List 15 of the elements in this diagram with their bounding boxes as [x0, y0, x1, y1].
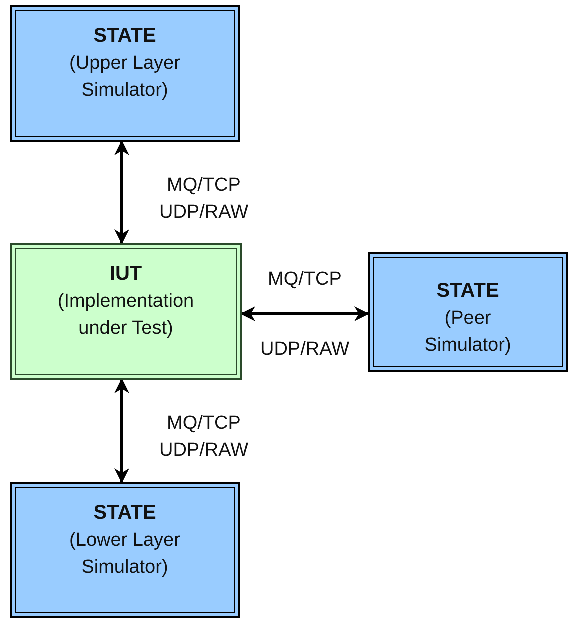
- double-arrow: [240, 306, 370, 322]
- implementation-box: [10, 243, 242, 380]
- box-description: (Lower Layer Simulator): [68, 529, 182, 580]
- box-heading: STATE: [94, 24, 156, 49]
- box-heading: STATE: [436, 279, 500, 304]
- box-description: (Upper Layer Simulator): [68, 52, 182, 103]
- box-description: (Implementation under Test): [56, 290, 196, 341]
- simulator-box: [368, 252, 568, 372]
- double-arrow: [114, 140, 130, 244]
- box-description: (Peer Simulator): [424, 307, 512, 358]
- double-arrow: [114, 378, 130, 484]
- box-heading: STATE: [94, 501, 156, 526]
- simulator-box: [10, 5, 240, 142]
- box-heading: IUT: [110, 262, 142, 287]
- simulator-box: [10, 482, 240, 618]
